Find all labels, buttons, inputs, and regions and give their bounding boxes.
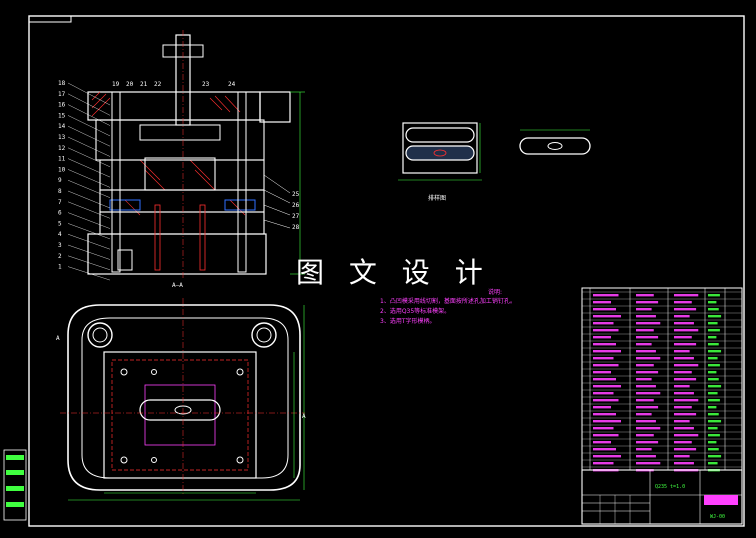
callouts-right: 25 26 27 28 <box>292 191 300 231</box>
callouts-left: 18 17 16 15 14 13 12 11 10 9 8 7 6 5 4 3 2 1 <box>58 80 66 271</box>
callout-left-13: 13 <box>58 134 66 141</box>
note-1: 1、凸凹模采用线切割，基面按所述孔加工销钉孔。 <box>380 297 516 305</box>
section-label: A—A <box>172 282 183 289</box>
callout-left-6: 6 <box>58 210 62 217</box>
watermark: 图 文 设 计 <box>296 256 491 289</box>
note-3: 3、选用T字形模柄。 <box>380 317 435 325</box>
notes-title: 说明: <box>488 288 502 296</box>
callout-left-17: 17 <box>58 91 66 98</box>
callout-top-20: 20 <box>126 81 134 88</box>
revision-tab <box>3 449 27 521</box>
title-block <box>581 469 743 525</box>
callout-left-11: 11 <box>58 156 66 163</box>
callout-right-26: 26 <box>292 202 300 209</box>
callout-right-28: 28 <box>292 224 300 231</box>
callout-left-4: 4 <box>58 231 62 238</box>
callout-left-3: 3 <box>58 242 62 249</box>
callout-left-18: 18 <box>58 80 66 87</box>
parts-list-table <box>581 287 743 472</box>
callout-top-22: 22 <box>154 81 162 88</box>
callout-top-19: 19 <box>112 81 120 88</box>
section-marker-a-right: A <box>302 413 306 420</box>
section-marker-a-left: A <box>56 335 60 342</box>
callout-left-15: 15 <box>58 112 66 119</box>
callout-left-7: 7 <box>58 199 62 206</box>
strip-layout-view <box>398 122 591 181</box>
callout-left-5: 5 <box>58 220 62 227</box>
section-view <box>67 30 305 281</box>
callouts-top: 19 20 21 22 23 24 <box>112 81 236 88</box>
strip-label: 排样图 <box>428 194 446 202</box>
callout-left-10: 10 <box>58 166 66 173</box>
callout-left-1: 1 <box>58 264 62 271</box>
callout-left-12: 12 <box>58 145 66 152</box>
callout-right-27: 27 <box>292 213 300 220</box>
sheet-border <box>28 15 745 527</box>
callout-left-9: 9 <box>58 177 62 184</box>
plan-view <box>60 298 305 501</box>
callout-top-21: 21 <box>140 81 148 88</box>
title-corner-box <box>28 15 72 23</box>
drawing-number: WJ-00 <box>710 514 725 520</box>
material-label: Q235 t=1.0 <box>655 484 685 490</box>
callout-top-23: 23 <box>202 81 210 88</box>
callout-top-24: 24 <box>228 81 236 88</box>
callout-left-16: 16 <box>58 102 66 109</box>
note-2: 2、选用Q35等标准模架。 <box>380 307 450 315</box>
callout-left-14: 14 <box>58 123 66 130</box>
callout-left-2: 2 <box>58 253 62 260</box>
callout-right-25: 25 <box>292 191 300 198</box>
callout-left-8: 8 <box>58 188 62 195</box>
